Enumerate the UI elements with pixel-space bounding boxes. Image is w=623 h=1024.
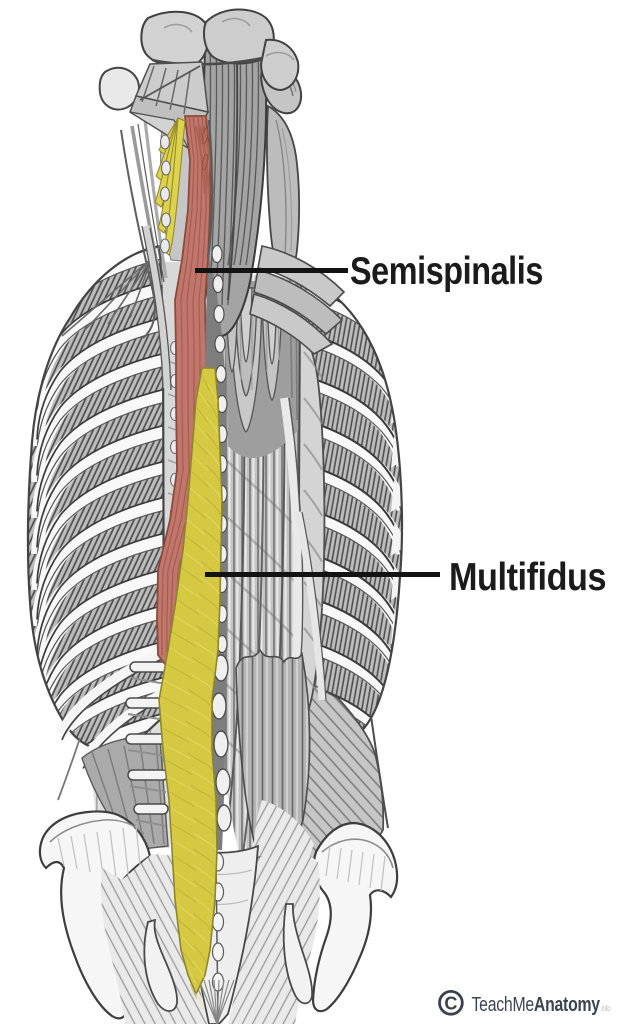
svg-text:C: C <box>444 993 457 1013</box>
svg-text:TeachMeAnatomy.info: TeachMeAnatomy.info <box>472 993 611 1015</box>
